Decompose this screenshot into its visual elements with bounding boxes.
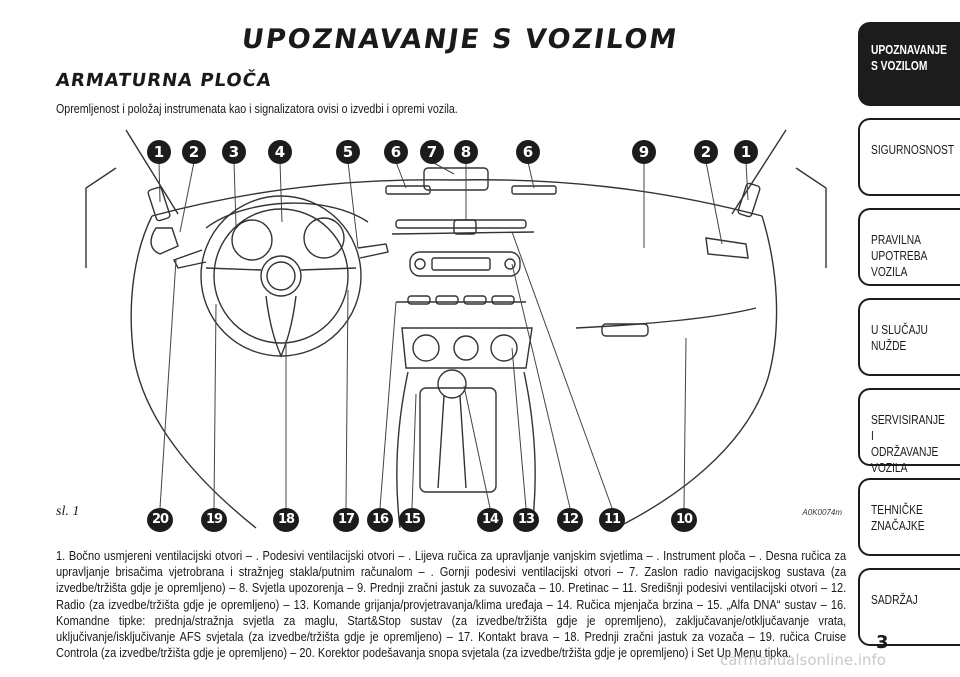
figure-legend: 1. Bočno usmjereni ventilacijski otvori …: [56, 548, 846, 661]
section-title: ARMATURNA PLOČA: [54, 70, 274, 91]
intro-text: Opremljenost i položaj instrumenata kao …: [56, 101, 458, 116]
tab-label: SIGURNOSNOST: [871, 143, 955, 157]
callout-18: 18: [273, 508, 299, 532]
callout-1-left: 1: [147, 140, 171, 164]
figure-label: sl. 1: [56, 504, 80, 519]
callout-17: 17: [333, 508, 359, 532]
page-number: 3: [876, 632, 889, 653]
callout-8: 8: [454, 140, 478, 164]
callout-13: 13: [513, 508, 539, 532]
figure-code: A0K0074m: [802, 508, 842, 517]
dashboard-illustration: [85, 129, 827, 529]
callout-20: 20: [147, 508, 173, 532]
page-title: UPOZNAVANJE S VOZILOM: [239, 24, 681, 55]
callout-5: 5: [336, 140, 360, 164]
callout-6-right: 6: [516, 140, 540, 164]
tab-u-slucaju-nuzde[interactable]: U SLUČAJU NUŽDE: [858, 298, 960, 376]
callout-1-right: 1: [734, 140, 758, 164]
watermark: carmanualsonline.info: [720, 651, 886, 669]
callout-9: 9: [632, 140, 656, 164]
callout-3: 3: [222, 140, 246, 164]
tab-pravilna-upotreba-vozila[interactable]: PRAVILNA UPOTREBA VOZILA: [858, 208, 960, 286]
tab-sigurnosnost[interactable]: SIGURNOSNOST: [858, 118, 960, 196]
manual-page: UPOZNAVANJE S VOZILOM ARMATURNA PLOČA Op…: [54, 24, 850, 661]
callout-14: 14: [477, 508, 503, 532]
callout-10: 10: [671, 508, 697, 532]
callout-7: 7: [420, 140, 444, 164]
callout-4: 4: [268, 140, 292, 164]
tab-label: U SLUČAJU NUŽDE: [871, 323, 928, 353]
tab-sadrzaj[interactable]: SADRŽAJ: [858, 568, 960, 646]
callout-2-left: 2: [182, 140, 206, 164]
callout-11: 11: [599, 508, 625, 532]
callout-2-right: 2: [694, 140, 718, 164]
tab-label: PRAVILNA UPOTREBA VOZILA: [871, 233, 928, 279]
dashboard-figure: 1 2 3 4 5 6 7 8 6 9 2 1 20 19 18 17 16 1…: [56, 128, 850, 532]
tab-servisiranje-i-odrzavanje-vozila[interactable]: SERVISIRANJE I ODRŽAVANJE VOZILA: [858, 388, 960, 475]
callout-15: 15: [399, 508, 425, 532]
tab-upoznavanje-s-vozilom[interactable]: UPOZNAVANJE S VOZILOM: [858, 22, 960, 106]
callout-16: 16: [367, 508, 393, 532]
callout-6-left: 6: [384, 140, 408, 164]
tab-label: SADRŽAJ: [871, 593, 918, 607]
tab-label: SERVISIRANJE I ODRŽAVANJE VOZILA: [871, 413, 945, 475]
callout-12: 12: [557, 508, 583, 532]
tab-tehnicke-znacajke[interactable]: TEHNIČKE ZNAČAJKE: [858, 478, 960, 556]
legend-text: 1. Bočno usmjereni ventilacijski otvori …: [56, 549, 847, 661]
callout-19: 19: [201, 508, 227, 532]
tab-label: TEHNIČKE ZNAČAJKE: [871, 503, 925, 533]
chapter-tabs: UPOZNAVANJE S VOZILOM SIGURNOSNOST PRAVI…: [858, 22, 960, 658]
tab-label: UPOZNAVANJE S VOZILOM: [871, 43, 947, 73]
